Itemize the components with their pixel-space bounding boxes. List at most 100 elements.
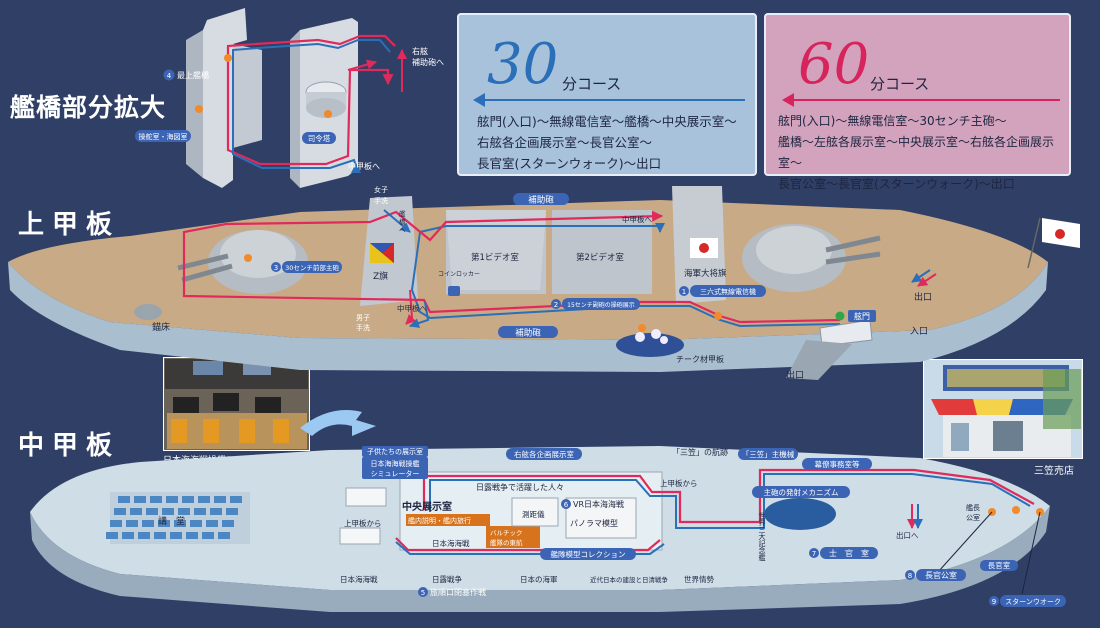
sim-room-1: 日本海海戦操艦	[371, 459, 420, 468]
hall-seat	[206, 520, 218, 527]
to-middle-b: 中甲板へ	[397, 303, 427, 313]
hall-seat	[214, 496, 226, 503]
to-gun-1: 右舷	[412, 46, 428, 56]
hall-seat	[182, 496, 194, 503]
hall-label: 講 堂	[158, 515, 185, 527]
main-gun-label: 30センチ前部主砲	[285, 263, 339, 272]
course-60-unit: 分コース	[870, 75, 930, 93]
main-gun-mech-label: 主砲の発射メカニズム	[764, 487, 839, 497]
men-wc-1: 男子	[356, 314, 370, 322]
course-30-line: 長官室(スターンウォーク)〜出口	[477, 156, 662, 171]
shop-caption: 三笠売店	[1034, 466, 1074, 477]
course-60-arrowhead	[782, 93, 794, 107]
teak-label: チーク材甲板	[676, 354, 724, 364]
strip-3: 近代日本の建設と日清戦争	[590, 575, 669, 584]
course-30-line: 舷門(入口)〜無線電信室〜艦橋〜中央展示室〜	[477, 114, 737, 129]
panorama-label: パノラマ模型	[570, 518, 618, 528]
hall-seat	[226, 508, 238, 515]
hall-seat	[126, 520, 138, 527]
central-label: 中央展示室	[402, 500, 452, 513]
strip-2: 日本の海軍	[520, 574, 558, 584]
coin-locker-label: コインロッカー	[438, 271, 480, 278]
staff-room-num: 7	[812, 550, 816, 558]
officer-lounge-num: 8	[908, 572, 912, 580]
aux-gun-top: 補助砲	[528, 195, 554, 206]
from-upper-a: 上甲板から	[344, 518, 382, 528]
hall-seat	[114, 508, 126, 515]
captain-room-2: 公室	[966, 513, 980, 522]
hall-seat	[178, 508, 190, 515]
gun-sim-label: 15センチ副砲の操砲展示	[567, 301, 635, 309]
hall-seat	[166, 496, 178, 503]
baltic-1: バルチック	[490, 529, 523, 537]
gangway-label: 舷門	[854, 311, 870, 321]
course-30-unit: 分コース	[562, 75, 622, 93]
top-bridge-label: 最上艦橋	[177, 70, 209, 80]
people-label: 日露戦争で活躍した人々	[476, 482, 564, 492]
top-bridge-num: 4	[167, 72, 172, 80]
aux-gun-bottom: 補助砲	[515, 328, 541, 339]
steering-label: 操舵室・海図室	[139, 132, 188, 141]
to-gun-2: 補助砲へ	[412, 57, 444, 67]
bridge-to-1: 艦	[399, 209, 406, 218]
baltic-2: 艦隊の東航	[490, 538, 523, 547]
course-60-line: 長官公室〜長官室(スターンウォーク)〜出口	[778, 177, 1015, 191]
strip-0: 日本海海戦	[340, 574, 378, 584]
mikasa-engine-label: 「三笠」主機械	[742, 449, 795, 459]
hall-seat	[142, 520, 154, 527]
course-60-number: 60	[798, 32, 870, 97]
hall-seat	[154, 532, 166, 539]
video1-label: 第1ビデオ室	[471, 252, 519, 263]
conning-label: 司令塔	[308, 133, 331, 143]
stern-num: 9	[992, 598, 996, 606]
admiral-room-label: 長官室	[988, 560, 1011, 570]
middle-deck: 講 堂 子供たちの展示室 日本海海戦操艦 シミュレーター 右舷各企画展示室 「三…	[30, 410, 1066, 612]
course-30-arrow	[483, 99, 745, 101]
bridge-enlarged: 操舵室・海図室 司令塔 4 最上艦橋 中甲板へ 右舷 補助砲へ	[135, 8, 444, 188]
hall-seat	[146, 508, 158, 515]
admiral-flag-label: 海軍大将旗	[684, 268, 727, 279]
women-wc-1: 女子	[374, 185, 388, 194]
exit2-label: 出口	[786, 369, 804, 381]
course-30-card: 30 分コース 舷門(入口)〜無線電信室〜艦橋〜中央展示室〜 右舷各企画展示室〜…	[457, 13, 757, 176]
vr-num: 6	[564, 501, 569, 509]
hall-seat	[174, 520, 186, 527]
hall-seat	[210, 508, 222, 515]
hall-seat	[138, 532, 150, 539]
title-upper-deck: 上甲板	[18, 210, 121, 240]
course-30-arrowhead	[473, 93, 485, 107]
course-60-lines: 舷門(入口)〜無線電信室〜30センチ主砲〜 艦橋〜左舷各展示室〜中央展示室〜右舷…	[778, 111, 1069, 195]
tour-label: 艦内説明・艦内旅行	[408, 516, 471, 525]
to-middle-a: 中甲板へ	[622, 214, 652, 224]
men-wc-2: 手洗	[356, 323, 370, 332]
course-60-line: 舷門(入口)〜無線電信室〜30センチ主砲〜	[778, 114, 1007, 128]
course-30-lines: 舷門(入口)〜無線電信室〜艦橋〜中央展示室〜 右舷各企画展示室〜長官公室〜 長官…	[477, 111, 737, 174]
main-gun-num: 3	[274, 264, 278, 272]
hall-seat	[162, 508, 174, 515]
simulator-arrow	[300, 410, 376, 436]
title-bridge: 艦橋部分拡大	[10, 93, 167, 122]
staff-room-label: 士 官 室	[829, 548, 869, 558]
ranging-label: 測距儀	[522, 509, 545, 519]
women-wc-2: 手洗	[374, 196, 388, 205]
course-30-line: 右舷各企画展示室〜長官公室〜	[477, 135, 653, 150]
staff-office-label: 幕僚事務室等	[815, 459, 860, 469]
exit-label: 出口	[914, 291, 932, 303]
stern-walk-label: スターンウオーク	[1005, 597, 1061, 606]
hall-seat	[130, 508, 142, 515]
course-60-card: 60 分コース 舷門(入口)〜無線電信室〜30センチ主砲〜 艦橋〜左舷各展示室〜…	[764, 13, 1071, 191]
hall-seat	[134, 496, 146, 503]
bridge-to-middle: 中甲板へ	[348, 161, 380, 171]
hall-seat	[106, 532, 118, 539]
hall-seat	[158, 520, 170, 527]
starboard-rooms-label: 右舷各企画展示室	[514, 449, 574, 459]
memorial-label: 世界三大記念艦	[758, 511, 766, 562]
bridge-to-2: 橋	[399, 217, 406, 226]
strip-1: 日露戦争	[432, 574, 462, 584]
bridge-to-3: へ	[399, 226, 406, 234]
radio-label: 三六式無線電信機	[700, 287, 756, 296]
upper-deck: 補助砲 補助砲 第1ビデオ室 第2ビデオ室 コインロッカー Z旗 女子 手洗 男…	[8, 185, 1080, 381]
officer-lounge-label: 長官公室	[925, 570, 957, 580]
